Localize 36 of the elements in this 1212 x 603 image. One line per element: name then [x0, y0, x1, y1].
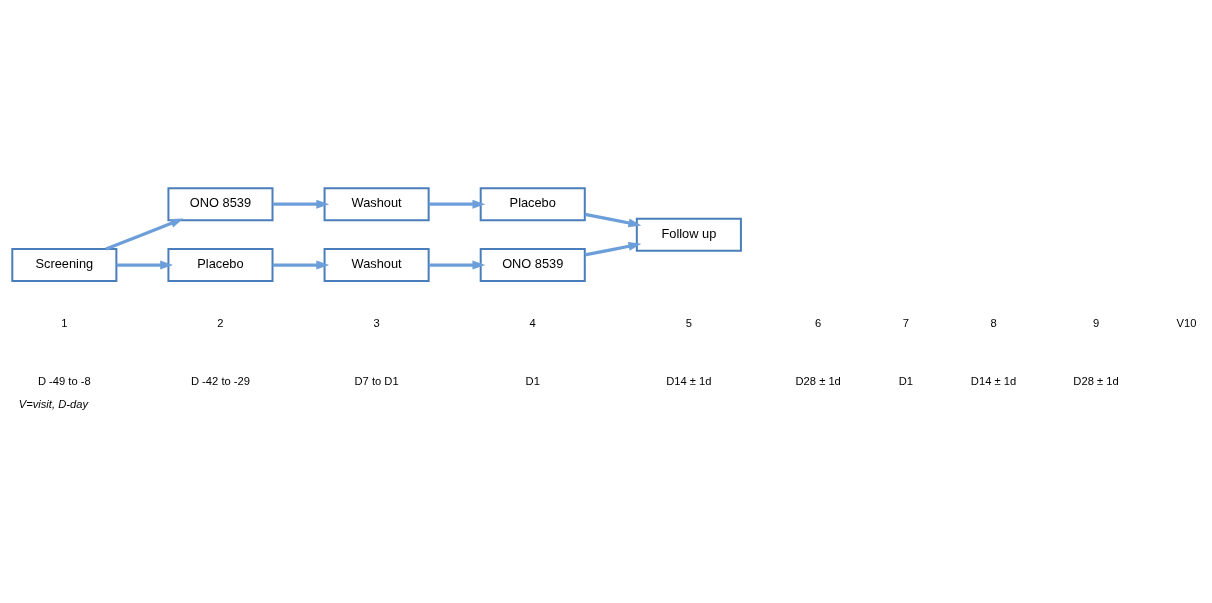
label: V10	[1176, 317, 1197, 330]
caption: V=visit, D-day	[18, 397, 89, 410]
arrow	[428, 199, 486, 209]
label: 9	[1092, 317, 1100, 330]
label: D1	[898, 374, 914, 387]
label: 7	[902, 317, 909, 330]
node-box: Screening	[11, 248, 118, 283]
label: 2	[217, 317, 224, 330]
node-box: Washout	[323, 187, 430, 222]
arrow	[272, 199, 330, 209]
label: D28 ± 1d	[795, 374, 841, 387]
arrow	[272, 260, 330, 270]
node-box: ONO 8539	[479, 248, 586, 283]
label: 1	[61, 317, 68, 330]
node-box: Washout	[323, 248, 430, 283]
label: 6	[815, 317, 822, 330]
node-box: Placebo	[479, 187, 586, 222]
label: D28 ± 1d	[1073, 374, 1119, 387]
node-box: Follow up	[635, 217, 742, 252]
node-box: Placebo	[167, 248, 274, 283]
arrow	[428, 260, 486, 270]
arrow	[105, 218, 184, 251]
label: 4	[529, 317, 536, 330]
label: D -49 to -8	[37, 374, 91, 387]
label: D14 ± 1d	[970, 374, 1017, 387]
label: D7 to D1	[354, 374, 399, 387]
node-box: ONO 8539	[167, 187, 274, 222]
label: D -42 to -29	[190, 374, 251, 387]
label: 3	[373, 317, 380, 330]
arrow	[116, 260, 174, 270]
label: D1	[525, 374, 540, 387]
arrow	[584, 241, 642, 257]
label: 8	[990, 317, 997, 330]
label: 5	[685, 317, 692, 330]
arrow	[584, 212, 642, 228]
label: D14 ± 1d	[666, 374, 712, 387]
